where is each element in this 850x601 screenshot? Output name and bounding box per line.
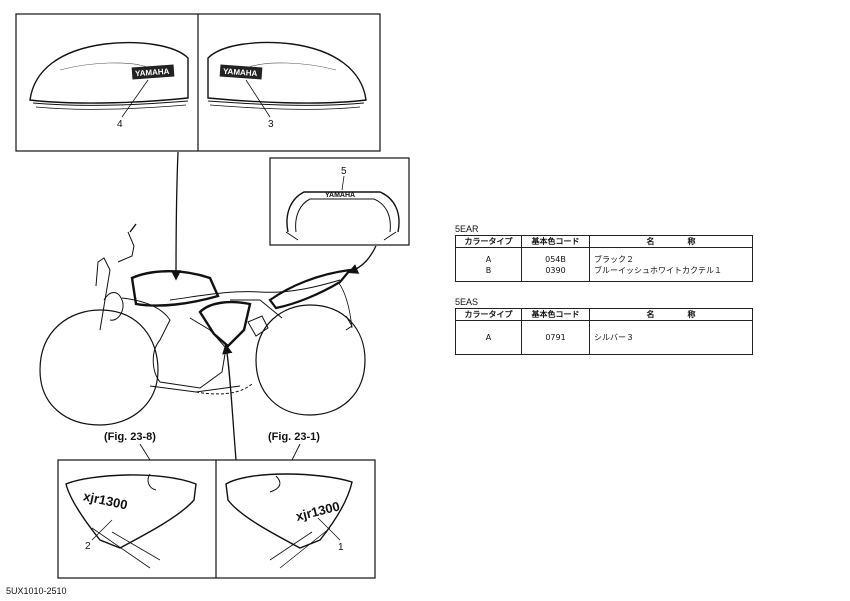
color-table-5eas: 5EAS カラータイプ 基本色コード 名 称 A 0791 シルバー３ (455, 297, 753, 355)
header-name: 名 称 (589, 235, 753, 248)
table-header-row: カラータイプ 基本色コード 名 称 (455, 308, 753, 321)
bike-fuel-tank (130, 270, 220, 307)
handle-logo: YAMAHA (325, 192, 355, 199)
table-title-5ear: 5EAR (455, 224, 479, 234)
callout-1: 1 (338, 542, 344, 553)
callout-2: 2 (85, 541, 91, 552)
figure-ref-left: (Fig. 23-8) (104, 431, 156, 443)
table-header-row: カラータイプ 基本色コード 名 称 (455, 235, 753, 248)
tank-detail-box: YAMAHA 4 YAMAHA 3 (15, 13, 381, 152)
side-cover-left: xjr1300 2 (65, 473, 197, 569)
header-base-code: 基本色コード (521, 235, 590, 248)
side-cover-right: xjr1300 1 (225, 473, 353, 569)
cell-color-type: A B (455, 247, 522, 282)
table-title-5eas: 5EAS (455, 297, 479, 307)
callout-3: 3 (268, 119, 274, 130)
side-cover-detail-box: xjr1300 2 xjr1300 1 (57, 459, 376, 579)
header-color-type: カラータイプ (455, 308, 522, 321)
cell-name: シルバー３ (589, 320, 753, 355)
motorcycle-outline (39, 223, 366, 426)
tank-right-side: YAMAHA 3 (207, 41, 367, 130)
table-row: A B 054B 0390 ブラック２ ブルーイッシュホワイトカクテル１ (455, 247, 753, 282)
color-table-5ear: 5EAR カラータイプ 基本色コード 名 称 A B 054B 0390 ブ (455, 224, 753, 282)
bike-tail-cowl (268, 268, 353, 310)
side-cover-logo-left: xjr1300 (82, 488, 129, 512)
color-table: カラータイプ 基本色コード 名 称 A B 054B 0390 ブラック２ ブル… (455, 235, 753, 282)
table-row: A 0791 シルバー３ (455, 320, 753, 355)
callout-5: 5 (341, 166, 347, 177)
header-color-type: カラータイプ (455, 235, 522, 248)
cell-name: ブラック２ ブルーイッシュホワイトカクテル１ (589, 247, 753, 282)
figure-ref-right: (Fig. 23-1) (268, 431, 320, 443)
cell-base-code: 054B 0390 (521, 247, 590, 282)
color-table: カラータイプ 基本色コード 名 称 A 0791 シルバー３ (455, 308, 753, 355)
tank-logo-left: YAMAHA (135, 67, 170, 78)
header-name: 名 称 (589, 308, 753, 321)
cell-color-type: A (455, 320, 522, 355)
tank-left-side: YAMAHA 4 (29, 41, 189, 130)
tank-logo-right: YAMAHA (223, 67, 258, 78)
bike-side-cover (198, 300, 252, 348)
handle-detail-box: YAMAHA 5 (269, 157, 410, 246)
cell-base-code: 0791 (521, 320, 590, 355)
header-base-code: 基本色コード (521, 308, 590, 321)
callout-4: 4 (117, 119, 123, 130)
drawing-code: 5UX1010-2510 (6, 586, 67, 596)
